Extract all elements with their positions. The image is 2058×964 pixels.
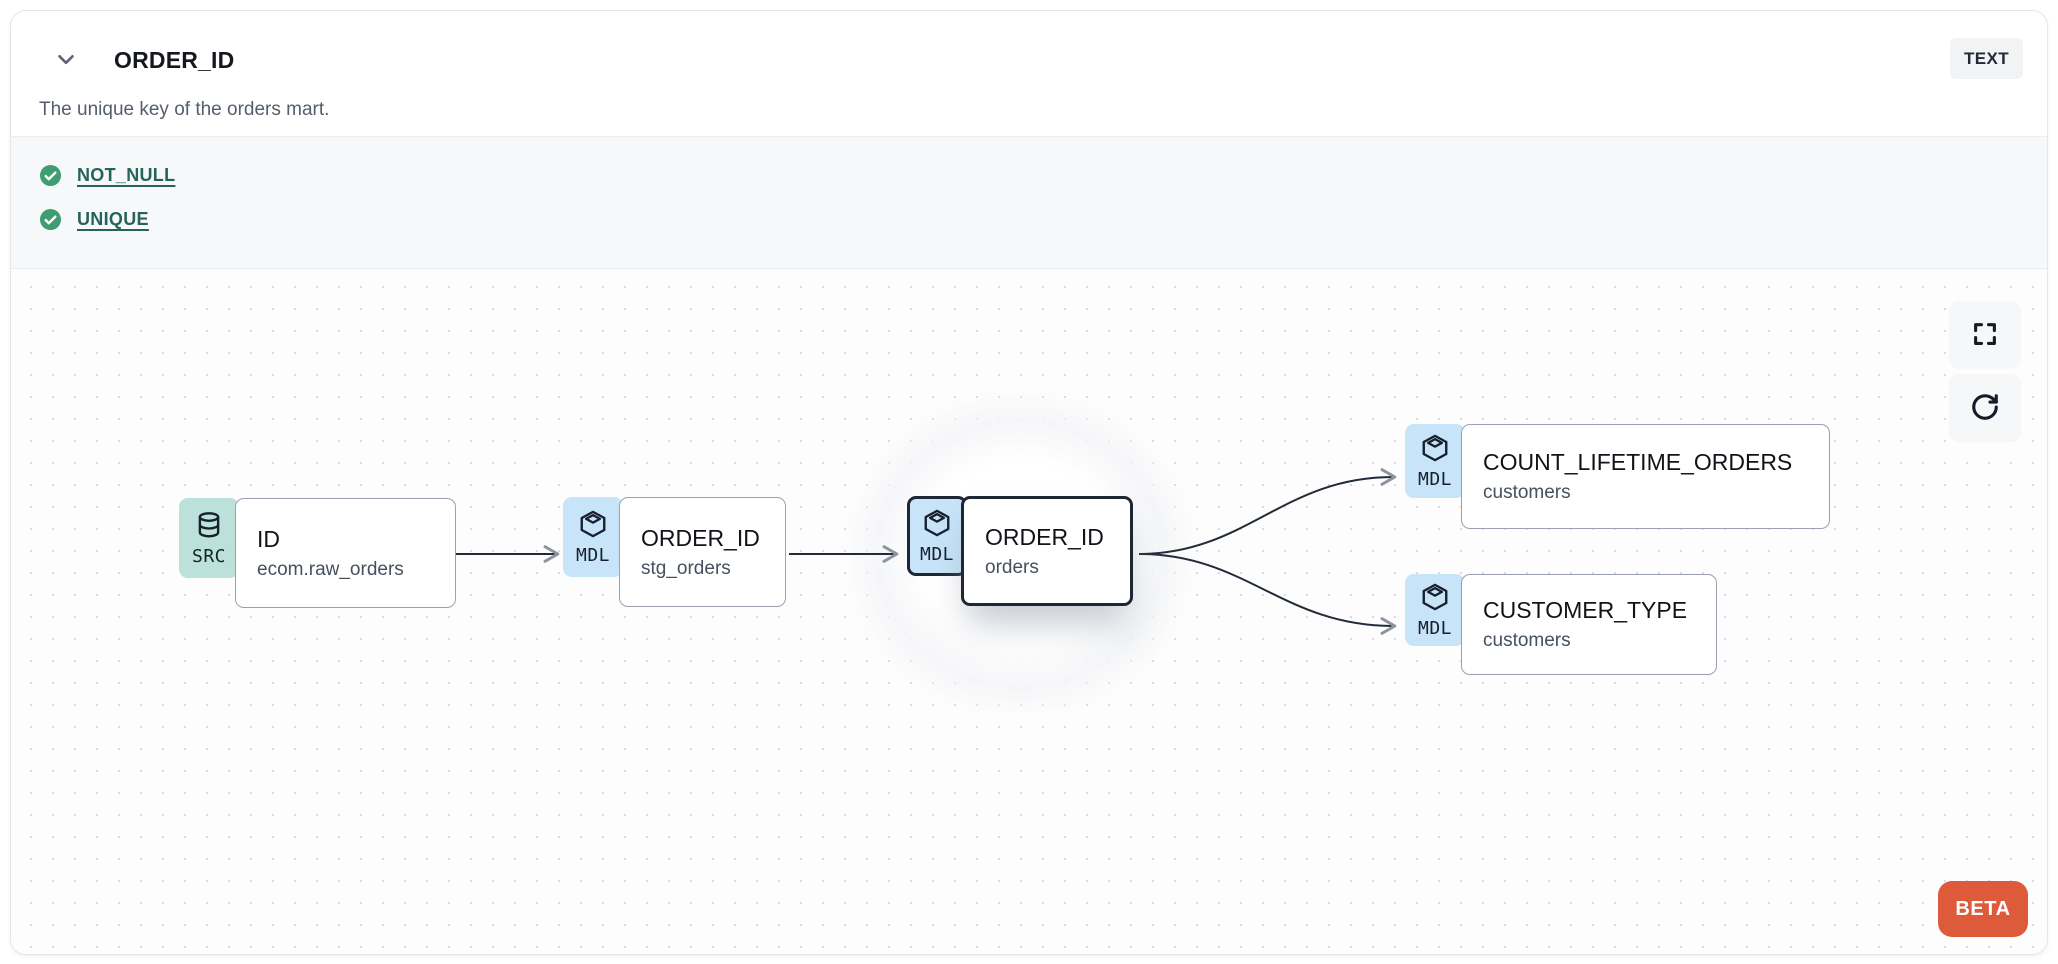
node-badge-label: MDL bbox=[575, 544, 610, 566]
node-card: COUNT_LIFETIME_ORDERS customers bbox=[1461, 424, 1830, 529]
node-card: ORDER_ID orders bbox=[961, 496, 1133, 606]
node-title: ID bbox=[257, 525, 280, 552]
node-title: COUNT_LIFETIME_ORDERS bbox=[1483, 449, 1793, 475]
node-title: ORDER_ID bbox=[641, 524, 760, 551]
node-badge-mdl: MDL bbox=[563, 497, 623, 577]
node-subtitle: customers bbox=[1483, 630, 1571, 651]
check-circle-icon bbox=[39, 164, 62, 187]
fullscreen-button[interactable] bbox=[1949, 301, 2021, 369]
cube-icon bbox=[1420, 433, 1450, 468]
canvas-controls bbox=[1949, 301, 2021, 442]
column-detail-card: ORDER_ID TEXT The unique key of the orde… bbox=[10, 10, 2048, 955]
lineage-node-count-lifetime-orders[interactable]: MDL COUNT_LIFETIME_ORDERS customers bbox=[1405, 424, 1830, 529]
node-title: CUSTOMER_TYPE bbox=[1483, 597, 1688, 623]
edge-layer bbox=[456, 468, 1397, 635]
node-badge-label: MDL bbox=[1417, 617, 1452, 639]
cube-icon bbox=[578, 509, 608, 544]
refresh-icon bbox=[1970, 392, 2000, 425]
node-badge-src: SRC bbox=[179, 498, 239, 578]
database-icon bbox=[194, 510, 224, 545]
collapse-button[interactable] bbox=[49, 43, 83, 77]
column-header: ORDER_ID TEXT The unique key of the orde… bbox=[11, 11, 2047, 136]
test-row: NOT_NULL bbox=[39, 161, 2019, 189]
edge-orders-to-count-lifetime-orders bbox=[1138, 468, 1397, 555]
test-row: UNIQUE bbox=[39, 205, 2019, 233]
lineage-node-customer-type[interactable]: MDL CUSTOMER_TYPE customers bbox=[1405, 574, 1717, 675]
node-card: ID ecom.raw_orders bbox=[235, 498, 456, 608]
fullscreen-icon bbox=[1970, 319, 2000, 352]
tests-section: NOT_NULL UNIQUE bbox=[11, 136, 2047, 269]
node-badge-mdl: MDL bbox=[907, 496, 967, 576]
cube-icon bbox=[1420, 582, 1450, 617]
node-badge-label: MDL bbox=[1417, 468, 1452, 490]
check-circle-icon bbox=[39, 208, 62, 231]
node-card: CUSTOMER_TYPE customers bbox=[1461, 574, 1717, 675]
cube-icon bbox=[922, 508, 952, 543]
node-badge-mdl: MDL bbox=[1405, 424, 1465, 498]
column-type-badge: TEXT bbox=[1949, 38, 2023, 79]
node-card: ORDER_ID stg_orders bbox=[619, 497, 786, 607]
lineage-node-orders-selected[interactable]: MDL ORDER_ID orders bbox=[907, 496, 1133, 606]
node-badge-label: SRC bbox=[191, 545, 226, 567]
node-subtitle: customers bbox=[1483, 482, 1571, 503]
edge-orders-to-customer-type bbox=[1138, 553, 1397, 635]
column-description: The unique key of the orders mart. bbox=[39, 99, 330, 120]
node-badge-label: MDL bbox=[919, 543, 954, 565]
node-subtitle: ecom.raw_orders bbox=[257, 558, 404, 580]
refresh-button[interactable] bbox=[1949, 374, 2021, 442]
test-link-unique[interactable]: UNIQUE bbox=[77, 208, 149, 229]
lineage-node-stg-orders[interactable]: MDL ORDER_ID stg_orders bbox=[563, 497, 786, 607]
node-title: ORDER_ID bbox=[985, 523, 1104, 550]
node-subtitle: orders bbox=[985, 556, 1039, 578]
lineage-node-ecom-raw-orders[interactable]: SRC ID ecom.raw_orders bbox=[179, 498, 456, 608]
node-subtitle: stg_orders bbox=[641, 557, 731, 579]
beta-badge: BETA bbox=[1938, 881, 2028, 937]
page-title: ORDER_ID bbox=[114, 47, 235, 73]
test-link-not-null[interactable]: NOT_NULL bbox=[77, 164, 176, 185]
chevron-down-icon bbox=[53, 46, 79, 75]
node-badge-mdl: MDL bbox=[1405, 574, 1465, 646]
lineage-canvas[interactable]: SRC ID ecom.raw_orders MDL ORDER_ID stg_… bbox=[11, 269, 2047, 954]
